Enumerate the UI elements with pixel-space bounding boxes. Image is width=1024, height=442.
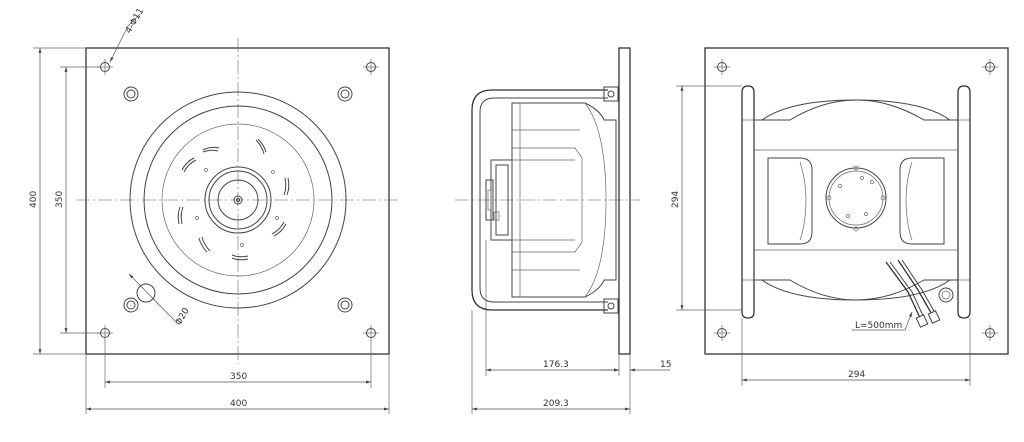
rear-cable-length: L=500mm: [855, 321, 902, 331]
side-handle-frame: [471, 89, 608, 311]
side-view: 176.3 15 209.3: [455, 47, 671, 414]
connector-callout: Φ20: [174, 306, 192, 327]
front-view: Φ20 4-Φ11 400 350 350 400: [29, 7, 399, 414]
side-dim-flange: 15: [660, 360, 671, 370]
rear-view: L=500mm 294 294: [671, 47, 1009, 386]
side-dim-depth-motor: 176.3: [543, 360, 569, 370]
hub-outer: [204, 166, 272, 234]
hole-callout: 4-Φ11: [124, 7, 146, 36]
side-dim-depth-total: 209.3: [543, 399, 569, 409]
impeller-ring: [161, 123, 315, 277]
front-dim-width-outer: 400: [230, 399, 247, 409]
front-dim-width-holes: 350: [230, 372, 247, 382]
inlet-ring-inner: [143, 105, 333, 295]
front-dim-height-outer: 400: [29, 191, 39, 208]
side-flange-plate: [618, 47, 631, 355]
rear-cable-gland: [938, 287, 954, 303]
rear-corner-holes: [714, 59, 998, 341]
impeller-rivets: [195, 168, 279, 247]
side-impeller-body: [511, 102, 617, 298]
connector-hole: [136, 283, 156, 303]
rear-motor-disc: [825, 167, 887, 229]
rear-dim-height-frame: 294: [671, 191, 681, 208]
inlet-ring-outer: [129, 91, 347, 309]
rear-rails: [741, 85, 971, 319]
front-corner-holes: [97, 59, 379, 341]
impeller-blades: [177, 138, 290, 261]
front-dim-height-holes: 350: [55, 191, 65, 208]
rear-bracket: [753, 99, 959, 301]
rear-mounting-plate: [704, 47, 1009, 355]
front-mounting-plate: [85, 47, 390, 355]
front-bolt-nuts: [123, 86, 353, 313]
rear-cables: [885, 259, 941, 328]
rear-dim-width-frame: 294: [848, 370, 865, 380]
